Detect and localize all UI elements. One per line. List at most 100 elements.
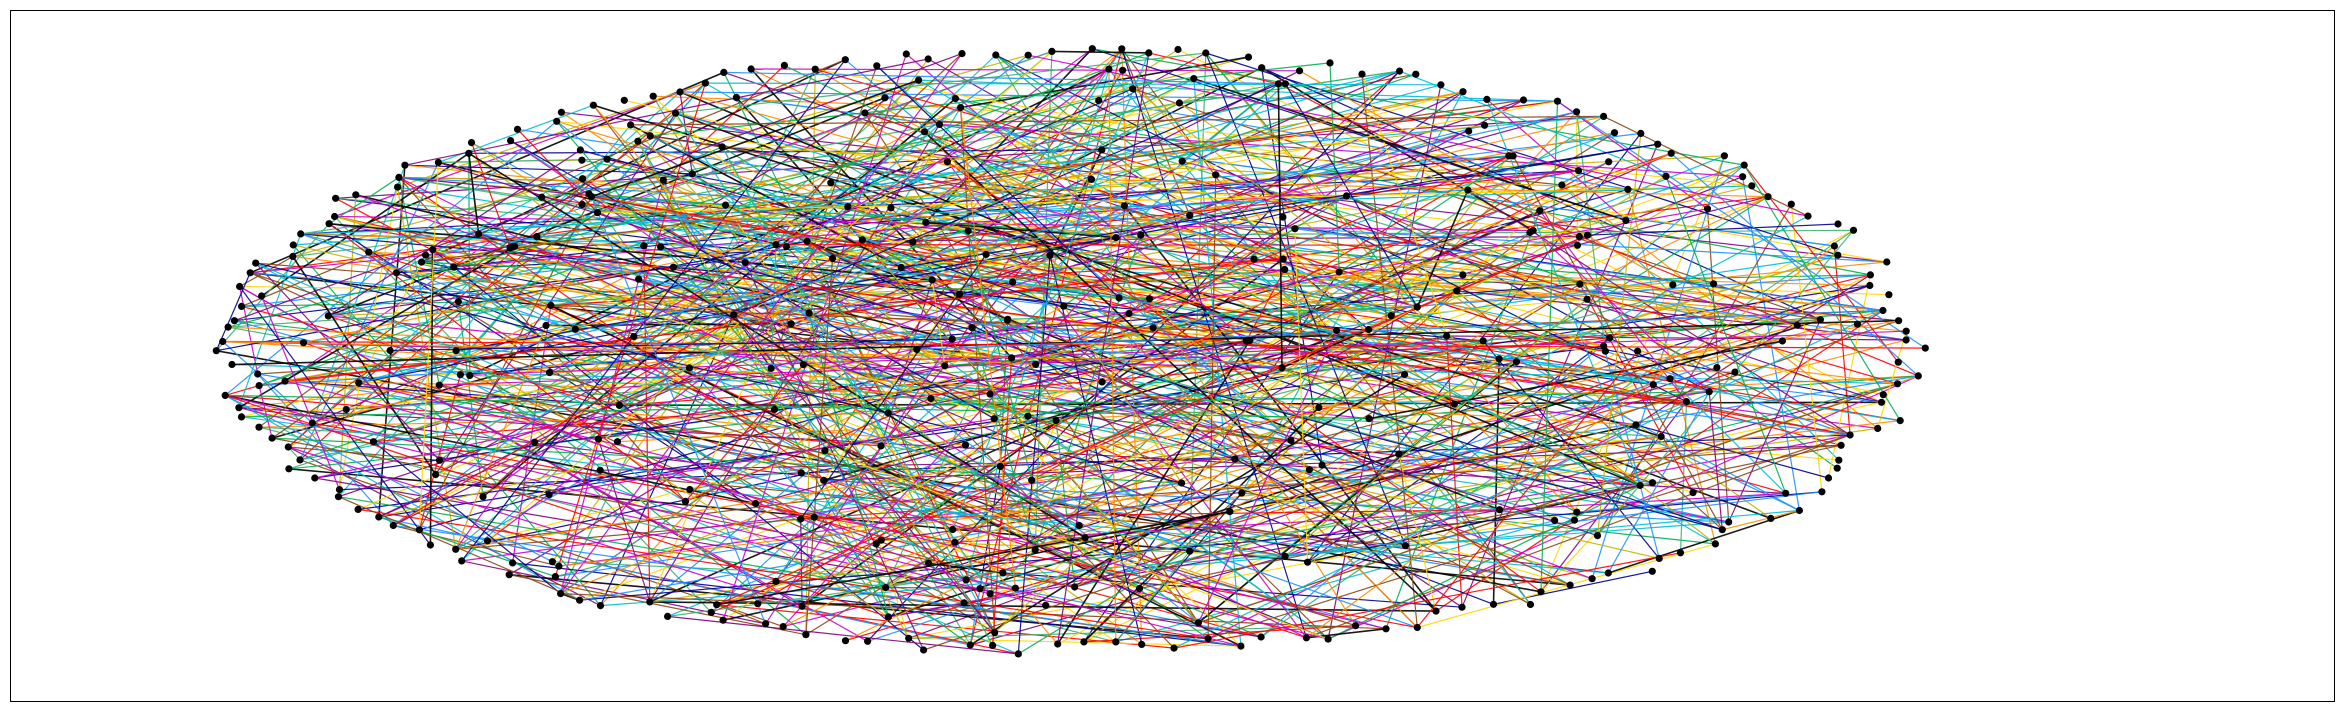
graph-node <box>927 395 935 403</box>
graph-node <box>1787 200 1795 208</box>
graph-node <box>603 155 611 163</box>
graph-node <box>1834 220 1842 228</box>
graph-node <box>467 139 476 147</box>
graph-edge <box>541 196 1606 352</box>
graph-node <box>797 469 805 477</box>
graph-edge <box>560 593 1387 630</box>
graph-node <box>719 616 727 624</box>
graph-node <box>533 233 541 241</box>
graph-edge <box>1083 625 1356 643</box>
graph-node <box>996 462 1005 470</box>
graph-node <box>1637 129 1645 137</box>
graph-node <box>960 599 968 607</box>
graph-edge <box>1115 492 1243 643</box>
graph-edge <box>1245 269 1286 342</box>
graph-edge <box>398 176 1899 322</box>
graph-node <box>1054 640 1062 648</box>
graph-node <box>1600 342 1608 350</box>
graph-edge <box>662 64 785 181</box>
graph-edge <box>885 320 1009 588</box>
graph-node <box>951 538 959 546</box>
graph-node <box>1129 85 1137 93</box>
graph-node <box>730 311 738 319</box>
graph-node <box>1281 265 1289 274</box>
graph-node <box>1610 129 1619 137</box>
graph-node <box>1526 600 1535 609</box>
graph-node <box>596 466 604 474</box>
graph-node <box>589 101 598 109</box>
graph-edge <box>994 330 1337 634</box>
graph-node <box>1713 364 1721 372</box>
graph-edge <box>404 164 1883 312</box>
graph-node <box>721 201 730 209</box>
graph-node <box>1443 332 1451 340</box>
graph-edge <box>1416 189 1469 308</box>
graph-edge <box>300 233 1484 342</box>
graph-node <box>571 325 579 333</box>
graph-node <box>1413 303 1421 311</box>
graph-node <box>646 132 654 140</box>
graph-edge <box>591 79 919 198</box>
graph-node <box>1194 619 1202 627</box>
graph-node <box>509 559 517 567</box>
graph-node <box>659 176 667 184</box>
graph-edge <box>1743 164 1901 421</box>
graph-edge <box>455 320 1899 550</box>
graph-node <box>228 360 236 369</box>
graph-edge <box>590 196 767 625</box>
graph-edge <box>1284 298 1588 557</box>
graph-node <box>1885 291 1893 299</box>
graph-edge <box>1285 491 1822 557</box>
graph-edge <box>314 340 1247 479</box>
graph-node <box>887 204 895 212</box>
graph-node <box>877 442 885 450</box>
graph-edge <box>1281 367 1578 513</box>
graph-edge <box>439 384 967 581</box>
graph-node <box>922 218 930 226</box>
graph-node <box>1662 172 1670 180</box>
graph-node <box>1536 207 1544 215</box>
graph-edge <box>432 249 1008 320</box>
graph-node <box>221 391 229 399</box>
graph-node <box>454 298 462 306</box>
graph-node <box>1237 642 1245 650</box>
graph-node <box>1689 489 1697 497</box>
graph-node <box>1570 516 1579 524</box>
graph-node <box>877 536 885 544</box>
graph-node <box>1432 607 1440 615</box>
graph-node <box>1396 67 1404 75</box>
graph-node <box>415 526 423 534</box>
graph-node <box>1011 584 1020 592</box>
graph-edge <box>809 312 1517 363</box>
graph-edge <box>284 258 1284 382</box>
graph-node <box>1666 375 1674 383</box>
graph-node <box>1046 251 1054 259</box>
graph-edge <box>556 120 1199 624</box>
graph-edge <box>299 459 784 628</box>
graph-edge <box>649 83 1279 603</box>
graph-node <box>1413 623 1421 632</box>
graph-edge <box>455 325 547 550</box>
graph-edge <box>638 278 1851 436</box>
graph-node <box>594 435 603 443</box>
graph-node <box>1028 476 1036 484</box>
graph-edge <box>716 234 1588 606</box>
graph-node <box>1575 232 1583 241</box>
graph-edge <box>637 140 882 541</box>
graph-node <box>1479 337 1487 345</box>
graph-edge <box>258 52 1150 387</box>
graph-node <box>1145 49 1153 57</box>
graph-node <box>418 258 426 266</box>
graph-node <box>1895 317 1903 325</box>
graph-node <box>511 242 519 250</box>
graph-node <box>1489 600 1498 608</box>
graph-edge <box>1728 319 1821 523</box>
graph-node <box>452 347 460 355</box>
graph-node <box>1902 336 1910 344</box>
graph-node <box>1874 424 1882 432</box>
graph-node <box>968 324 976 332</box>
graph-node <box>1365 325 1373 334</box>
graph-node <box>255 423 263 431</box>
graph-edge <box>965 306 1418 581</box>
graph-node <box>1453 287 1461 295</box>
